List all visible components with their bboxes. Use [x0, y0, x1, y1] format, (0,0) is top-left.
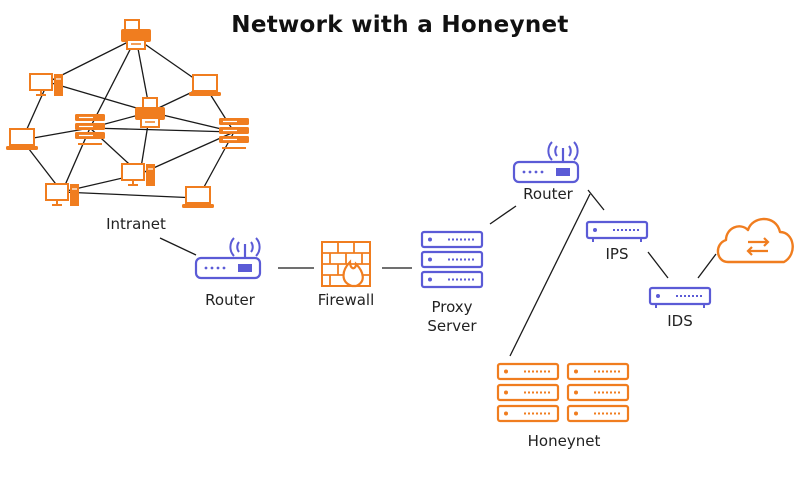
laptop-icon	[189, 74, 221, 96]
printer-icon	[121, 19, 151, 50]
server-icon	[566, 362, 630, 423]
desktop-icon	[121, 163, 155, 186]
server-icon	[75, 114, 105, 145]
router-icon	[194, 237, 262, 280]
firewall-icon	[321, 241, 371, 288]
honeynet-servers	[496, 362, 630, 423]
server-icon	[219, 118, 249, 149]
server-icon	[420, 230, 484, 289]
page-title: Network with a Honeynet	[231, 12, 569, 38]
desktop-icon	[29, 73, 63, 96]
server-icon	[496, 362, 560, 423]
switch-icon	[648, 286, 712, 308]
label-proxy-line1: Proxy	[431, 298, 473, 316]
printer-icon	[135, 97, 165, 128]
switch-icon	[585, 220, 649, 242]
label-ips: IPS	[605, 245, 629, 263]
router-icon	[512, 141, 580, 184]
label-ids: IDS	[667, 312, 693, 330]
cloud-sync-icon	[716, 217, 794, 264]
label-proxy-line2: Server	[427, 317, 477, 335]
network-links	[159, 189, 717, 357]
laptop-icon	[182, 186, 214, 208]
label-router-left: Router	[205, 291, 255, 309]
label-intranet: Intranet	[106, 215, 166, 233]
laptop-icon	[6, 128, 38, 150]
desktop-icon	[45, 183, 79, 206]
label-honeynet: Honeynet	[527, 432, 601, 450]
label-firewall: Firewall	[317, 291, 375, 309]
label-router-right: Router	[523, 185, 573, 203]
